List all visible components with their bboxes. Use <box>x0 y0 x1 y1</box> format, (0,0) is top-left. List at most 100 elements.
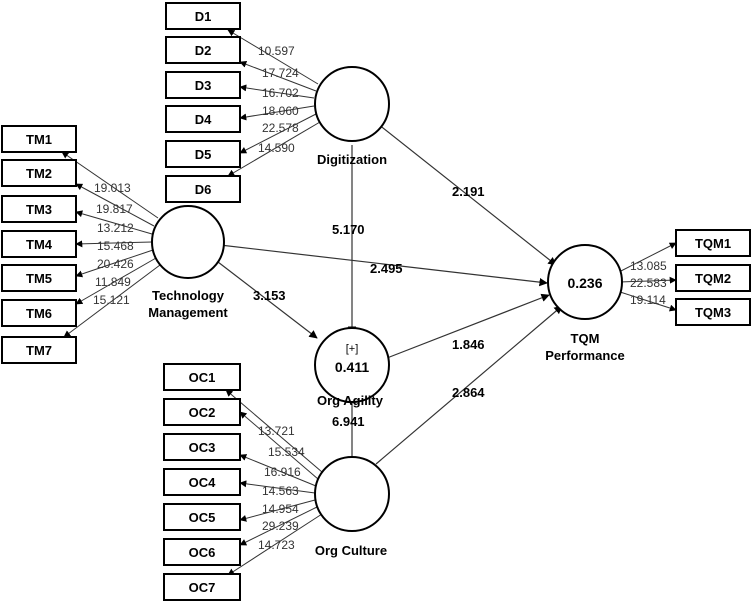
indicator-label-tm3: TM3 <box>26 202 52 217</box>
loading-arrow-oc1 <box>225 389 323 473</box>
indicator-label-oc3: OC3 <box>189 440 216 455</box>
indicator-box-oc3[interactable] <box>163 433 241 461</box>
indicator-label-oc1: OC1 <box>189 370 216 385</box>
loading-value-d4: 18.060 <box>262 104 299 118</box>
construct-r2-org-agility: 0.411 <box>335 359 369 375</box>
indicator-label-tqm2: TQM2 <box>695 271 731 286</box>
loading-arrow-tm4 <box>75 240 153 248</box>
loading-arrow-oc3 <box>239 454 317 487</box>
loading-arrow-tm1 <box>61 151 159 219</box>
loading-value-oc4: 14.563 <box>262 484 299 498</box>
loading-arrow-d1 <box>227 29 319 85</box>
loading-arrow-oc2 <box>239 411 319 480</box>
indicator-box-oc2[interactable] <box>163 398 241 426</box>
indicator-box-oc4[interactable] <box>163 468 241 496</box>
indicator-box-tm4[interactable] <box>1 230 77 258</box>
loading-value-d1: 10.597 <box>258 44 295 58</box>
indicator-box-oc6[interactable] <box>163 538 241 566</box>
digitization-indicators: D1 D2 D3 D4 D5 D6 10.597 17.724 16.702 1… <box>165 2 321 203</box>
construct-org-culture[interactable]: Org Culture <box>314 456 390 558</box>
loading-value-oc6: 29.239 <box>262 519 299 533</box>
loading-arrow-oc5 <box>239 499 316 522</box>
indicator-label-tm5: TM5 <box>26 271 52 286</box>
indicator-box-tm3[interactable] <box>1 195 77 223</box>
indicator-box-d1[interactable] <box>165 2 241 30</box>
indicator-label-d1: D1 <box>195 9 212 24</box>
indicator-box-tqm2[interactable] <box>675 264 751 292</box>
construct-circle-org-culture[interactable] <box>314 456 390 532</box>
indicator-box-tm7[interactable] <box>1 336 77 364</box>
construct-technology-management[interactable]: Technology Management <box>148 205 228 320</box>
tqm-indicators: TQM1 TQM2 TQM3 13.085 22.583 19.114 <box>616 229 751 326</box>
indicator-label-d5: D5 <box>195 147 212 162</box>
loading-arrow-d4 <box>239 105 315 121</box>
construct-label-org-culture: Org Culture <box>315 543 387 558</box>
indicator-label-tm4: TM4 <box>26 237 53 252</box>
indicator-box-d3[interactable] <box>165 71 241 99</box>
indicator-label-oc7: OC7 <box>189 580 216 595</box>
loading-value-tm4: 15.468 <box>97 239 134 253</box>
indicator-box-tm2[interactable] <box>1 159 77 187</box>
loading-arrow-oc4 <box>239 480 316 494</box>
indicator-label-d6: D6 <box>195 182 212 197</box>
org-culture-indicators: OC1 OC2 OC3 OC4 OC5 OC6 OC7 13.721 15.53… <box>163 363 323 601</box>
construct-label-technology-line2: Management <box>148 305 228 320</box>
indicator-box-d2[interactable] <box>165 36 241 64</box>
loading-value-oc7: 14.723 <box>258 538 295 552</box>
path-coef-tech-agility: 3.153 <box>253 288 286 303</box>
indicator-label-d3: D3 <box>195 78 212 93</box>
loading-value-oc5: 14.954 <box>262 502 299 516</box>
loading-arrow-tqm2 <box>619 276 677 284</box>
construct-digitization[interactable]: Digitization <box>314 66 390 167</box>
indicator-label-tm7: TM7 <box>26 343 52 358</box>
loading-arrow-d6 <box>227 121 321 177</box>
indicator-box-d5[interactable] <box>165 140 241 168</box>
construct-circle-tqm-performance[interactable] <box>547 244 623 320</box>
indicator-label-oc6: OC6 <box>189 545 216 560</box>
loading-value-d3: 16.702 <box>262 86 299 100</box>
indicator-label-oc2: OC2 <box>189 405 216 420</box>
indicator-box-oc7[interactable] <box>163 573 241 601</box>
construct-circle-technology-management[interactable] <box>151 205 225 279</box>
construct-label-digitization: Digitization <box>317 152 387 167</box>
construct-circle-digitization[interactable] <box>314 66 390 142</box>
loading-value-tqm2: 22.583 <box>630 276 667 290</box>
path-tech-agility <box>217 261 318 339</box>
loading-arrow-tm6 <box>75 257 157 305</box>
construct-org-agility[interactable]: [+] 0.411 Org Agility <box>314 327 390 408</box>
loading-value-tm3: 13.212 <box>97 221 134 235</box>
loading-arrow-tm7 <box>63 264 161 338</box>
indicator-box-d4[interactable] <box>165 105 241 133</box>
loading-arrow-d5 <box>239 113 317 154</box>
indicator-box-d6[interactable] <box>165 175 241 203</box>
loading-arrow-tm2 <box>75 183 155 227</box>
loading-arrow-tqm1 <box>616 242 677 274</box>
indicator-label-d4: D4 <box>195 112 212 127</box>
loading-value-oc3: 16.916 <box>264 465 301 479</box>
path-digitization-tqm <box>377 123 557 266</box>
loading-arrow-oc6 <box>239 506 318 546</box>
loading-value-tqm3: 19.114 <box>630 293 666 307</box>
structural-paths: 2.191 5.170 2.495 3.153 1.846 2.864 6.94… <box>217 123 563 465</box>
construct-circle-org-agility[interactable] <box>314 327 390 403</box>
indicator-box-tm1[interactable] <box>1 125 77 153</box>
indicator-label-tm6: TM6 <box>26 306 52 321</box>
construct-label-technology-line1: Technology <box>152 288 225 303</box>
path-agility-tqm <box>386 293 550 359</box>
indicator-box-tm5[interactable] <box>1 264 77 292</box>
indicator-box-oc5[interactable] <box>163 503 241 531</box>
indicator-label-tqm3: TQM3 <box>695 305 731 320</box>
loading-arrow-tqm3 <box>616 290 677 312</box>
indicator-box-oc1[interactable] <box>163 363 241 391</box>
loading-value-d2: 17.724 <box>262 66 299 80</box>
indicator-box-tqm1[interactable] <box>675 229 751 257</box>
path-coef-agility-tqm: 1.846 <box>452 337 485 352</box>
construct-label-tqm-line1: TQM <box>571 331 600 346</box>
indicator-box-tqm3[interactable] <box>675 298 751 326</box>
construct-tqm-performance[interactable]: 0.236 TQM Performance <box>545 244 625 363</box>
loading-value-tm2: 19.817 <box>96 202 133 216</box>
indicator-box-tm6[interactable] <box>1 299 77 327</box>
loading-value-oc2: 15.534 <box>268 445 305 459</box>
path-coef-digitization-tqm: 2.191 <box>452 184 485 199</box>
